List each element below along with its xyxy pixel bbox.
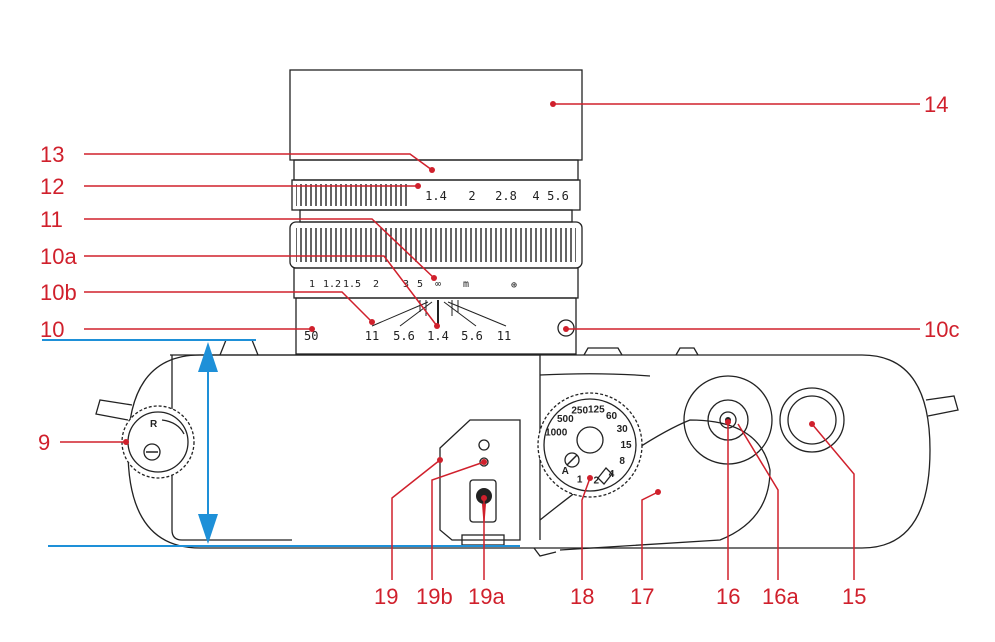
shutter-speed-1: 500 <box>557 414 574 425</box>
callout-15: 15 <box>842 584 866 609</box>
shutter-speed-5: 30 <box>617 424 629 435</box>
callout-19b: 19b <box>416 584 453 609</box>
callout-10b: 10b <box>40 280 77 305</box>
distance-value-6: ∞ <box>435 279 441 290</box>
height-dimension-marker <box>42 339 520 547</box>
distance-value-2: 1.5 <box>343 279 361 290</box>
aperture-value-2: 2.8 <box>495 189 517 203</box>
dof-value-2: 1.4 <box>427 329 449 343</box>
shutter-speed-4: 60 <box>606 411 618 422</box>
callout-12: 12 <box>40 174 64 199</box>
callout-17: 17 <box>630 584 654 609</box>
shutter-speed-8: 4 <box>609 469 615 480</box>
distance-value-0: 1 <box>309 279 315 290</box>
callout-19: 19 <box>374 584 398 609</box>
callout-16a: 16a <box>762 584 799 609</box>
aperture-value-3: 4 <box>532 189 539 203</box>
callout-18: 18 <box>570 584 594 609</box>
shutter-speed-2: 250 <box>571 406 588 417</box>
shutter-speed-10: 1 <box>577 475 583 486</box>
callout-11: 11 <box>40 207 63 232</box>
aperture-scale: 1.4 2 2.8 4 5.6 <box>425 189 569 203</box>
iso-dial <box>779 387 845 453</box>
frame-size-marking: 50 <box>304 329 318 343</box>
rewind-knob: R <box>121 405 195 479</box>
dof-value-0: 11 <box>365 329 379 343</box>
aperture-value-4: 5.6 <box>547 189 569 203</box>
dof-index-lines <box>371 300 507 327</box>
dof-scale: 11 5.6 1.4 5.6 11 <box>365 329 511 343</box>
callout-13: 13 <box>40 142 64 167</box>
shutter-speed-9: 2 <box>594 476 600 487</box>
distance-value-5: 5 <box>417 279 423 290</box>
callout-9: 9 <box>38 430 50 455</box>
callout-labels: 14 13 12 11 10a 10b 10 10c 9 19 19b 19a … <box>38 92 959 609</box>
shutter-speed-11: A <box>562 466 569 477</box>
dof-value-3: 5.6 <box>461 329 483 343</box>
dof-value-1: 5.6 <box>393 329 415 343</box>
dof-value-4: 11 <box>497 329 511 343</box>
distance-value-1: 1.2 <box>323 279 341 290</box>
distance-value-3: 2 <box>373 279 379 290</box>
callout-19a: 19a <box>468 584 505 609</box>
distance-value-7: m <box>463 279 469 290</box>
callout-10a: 10a <box>40 244 77 269</box>
rewind-knob-label: R <box>150 419 158 430</box>
shutter-speed-6: 15 <box>620 440 632 451</box>
callout-leaders <box>60 101 920 580</box>
shutter-speed-7: 8 <box>619 456 625 467</box>
callout-10c: 10c <box>924 317 959 342</box>
callout-10: 10 <box>40 317 64 342</box>
aperture-value-0: 1.4 <box>425 189 447 203</box>
shutter-speed-3: 125 <box>588 405 605 416</box>
aperture-value-1: 2 <box>468 189 475 203</box>
aperture-ring-knurling <box>296 184 408 206</box>
shutter-speed-0: 1000 <box>545 428 568 439</box>
callout-14: 14 <box>924 92 948 117</box>
callout-16: 16 <box>716 584 740 609</box>
distance-value-8: ⊕ <box>511 280 517 291</box>
